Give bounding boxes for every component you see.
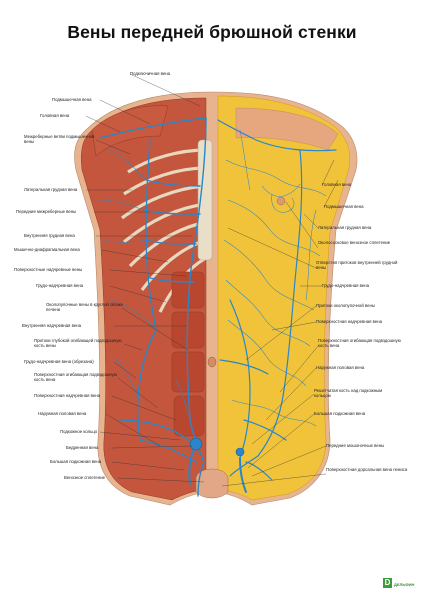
label-thoracoepigastric-vein-left: Грудо-надчревная вена: [36, 283, 84, 288]
navel: [207, 356, 217, 368]
label-cribriform-fascia: Решетчатая кость над подкожным кольцом: [314, 388, 383, 398]
label-venous-plexus: Венозное сплетение: [64, 475, 105, 480]
label-superficial-epigastric-veins: Поверхностные надчревные вены: [14, 267, 83, 272]
label-internal-thoracic-vein: Внутренняя грудная вена: [24, 233, 75, 238]
genitals: [195, 468, 229, 499]
label-anterior-intercostal-veins: Передние межреберные вены: [16, 209, 77, 214]
label-intercostal-branches: Межреберные ветви подмышечной вены: [24, 134, 95, 144]
label-superficial-epigastric-vein-left: Поверхностная надчревная вена: [34, 393, 100, 398]
label-lateral-thoracic-vein-right: Латеральная грудная вена: [318, 225, 372, 230]
label-lateral-thoracic-vein-left: Латеральная грудная вена: [24, 187, 78, 192]
leader-lines: [85, 73, 339, 487]
label-superficial-circumflex-iliac-vein-left: Поверхностная огибающая подвздошную кост…: [34, 372, 117, 382]
label-superficial-circumflex-iliac-vein-right: Поверхностная огибающая подвздошную кост…: [318, 338, 401, 348]
brand-name: ДЕЛЬФИН: [394, 582, 415, 587]
label-axillary-vein: Подмышечная вена: [52, 97, 92, 102]
label-thoracoepigastric-vein-right: Грудо-надчревная вена: [322, 283, 370, 288]
pectoral-muscle-right: [235, 107, 339, 151]
label-superficial-epigastric-vein-right: Поверхностная надчревная вена: [316, 319, 382, 324]
label-external-pudendal-vein-right: Наружная половая вена: [316, 365, 365, 370]
label-axillary-vein-right: Подмышечная вена: [324, 204, 364, 209]
femoral-vein-right: [235, 447, 245, 457]
label-great-saphenous-vein-left: Большая подкожная вена: [50, 459, 102, 464]
label-subclavian-vein: Подключичная вена: [130, 71, 171, 76]
label-thoracoepigastric-vein-cut: Грудо-надчревная вена (обрезана): [24, 359, 94, 364]
label-external-pudendal-vein-left: Наружная половая вена: [38, 411, 87, 416]
femoral-vein-left: [189, 437, 203, 451]
label-deep-circumflex-iliac-tributaries: Притоки глубокой огибающей подвздошную к…: [34, 338, 122, 348]
nipple: [276, 196, 286, 206]
brand-logo-icon: D: [383, 578, 392, 588]
label-periareolar-venous-plexus: Околососковое венозное сплетение: [318, 240, 391, 245]
label-superficial-ring: Подкожное кольцо: [60, 429, 98, 434]
label-internal-thoracic-tributary-openings: Отверстия притоков внутренней грудной ве…: [316, 260, 398, 270]
subcutaneous-fat: [217, 95, 350, 501]
label-inferior-epigastric-vein: Внутренняя надчревная вена: [22, 323, 81, 328]
label-superficial-dorsal-penile-vein: Поверхностная дорсальная вена пениса: [326, 467, 408, 472]
label-cephalic-vein: Головная вена: [40, 113, 70, 118]
label-great-saphenous-vein-right: Большая подкожная вена: [314, 411, 366, 416]
poster-title: Вены передней брюшной стенки: [67, 22, 357, 42]
superficial-veins: [217, 119, 337, 481]
deep-veins: [99, 117, 207, 497]
label-paraumbilical-tributaries: Притоки околопупочной вены: [316, 303, 375, 308]
label-musculophrenic-vein: Мышечно-диафрагмальная вена: [14, 247, 80, 252]
label-femoral-vein: Бедренная вена: [66, 445, 99, 450]
thin-deep-branches: [99, 149, 191, 421]
label-paraumbilical-veins: Околопупочные вены в круглой связке пече…: [46, 302, 124, 312]
label-cephalic-vein-right: Головная вена: [322, 182, 352, 187]
superficial-vein-network: [223, 129, 327, 427]
label-anterior-scrotal-veins: Передние мошоночные вены: [326, 443, 385, 448]
